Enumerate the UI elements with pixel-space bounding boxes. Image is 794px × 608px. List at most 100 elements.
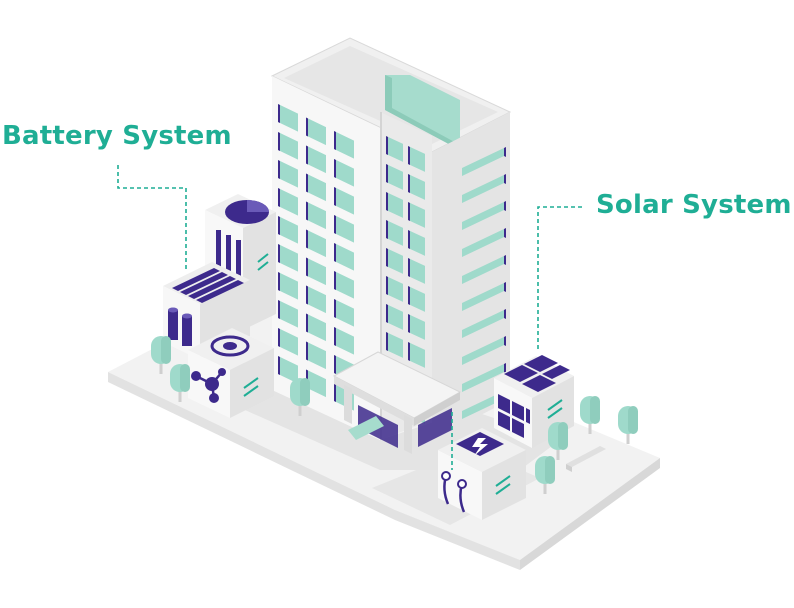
side-solar-panels [498, 394, 530, 438]
tower-window [408, 174, 425, 200]
tower-window-band [462, 283, 504, 311]
battery-building [163, 194, 276, 418]
window-frame [306, 341, 308, 361]
tree-crown-shade [161, 336, 171, 364]
tower-window [278, 188, 298, 216]
tower-window [334, 187, 354, 215]
tower-window [386, 332, 403, 358]
tower-window [306, 285, 326, 314]
tower-window [278, 272, 298, 300]
window-frame [306, 145, 308, 165]
tower-window [386, 304, 403, 330]
window-frame [334, 187, 336, 206]
tree-crown-shade [180, 364, 190, 392]
window-frame [408, 146, 410, 165]
tower-window [386, 248, 403, 274]
ev-charger-icon [456, 432, 504, 456]
battery-callout-line [117, 165, 187, 270]
window-frame [386, 164, 388, 183]
window-frame [504, 282, 506, 292]
window-frame [408, 342, 410, 361]
tower-window-band [462, 175, 504, 203]
tree-icon [290, 378, 310, 416]
tower-window [386, 276, 403, 302]
tower-window [386, 220, 403, 246]
window-frame [408, 258, 410, 277]
tree-trunk [298, 402, 302, 416]
tree-crown-shade [545, 456, 555, 484]
tree-trunk [159, 360, 163, 374]
tower-window [386, 192, 403, 218]
window-frame [306, 285, 308, 305]
window-frame [334, 243, 336, 262]
tower-window [306, 369, 326, 398]
trees [151, 336, 638, 494]
window-frame [504, 174, 506, 184]
solar-callout-line [537, 206, 582, 352]
window-frame [306, 173, 308, 193]
tree-crown-shade [628, 406, 638, 434]
bench-icon [566, 446, 606, 472]
tree-icon [535, 456, 555, 494]
tower-window-band [462, 229, 504, 257]
tower-window [408, 230, 425, 256]
window-frame [306, 257, 308, 277]
window-frame [504, 147, 506, 157]
tower-window [278, 328, 298, 356]
tree-trunk [543, 480, 547, 494]
tower-window [408, 146, 425, 172]
window-frame [306, 201, 308, 221]
window-frame [408, 174, 410, 193]
tower-window [334, 327, 354, 355]
tower-window [386, 136, 403, 162]
tower-window-band [462, 256, 504, 284]
window-frame [386, 276, 388, 295]
tree-icon [151, 336, 171, 374]
tower-window [278, 132, 298, 160]
window-frame [334, 383, 336, 402]
tower-window [278, 216, 298, 244]
window-frame [306, 117, 308, 137]
tower-window [334, 215, 354, 243]
tower-left-windows [278, 104, 354, 411]
tower-window [306, 173, 326, 202]
tower-window-band [462, 337, 504, 365]
tree-crown-shade [558, 422, 568, 450]
tower-window [306, 145, 326, 174]
battery-system-icon [172, 268, 244, 303]
tree-trunk [626, 430, 630, 444]
window-frame [334, 271, 336, 290]
window-frame [278, 216, 280, 235]
tower-window [278, 104, 298, 132]
tower-window [278, 300, 298, 328]
tree-trunk [556, 446, 560, 460]
window-frame [386, 304, 388, 323]
window-frame [278, 328, 280, 347]
window-frame [278, 188, 280, 207]
tower-window [334, 243, 354, 271]
tower-window [408, 314, 425, 340]
window-frame [504, 309, 506, 319]
tree-trunk [588, 420, 592, 434]
tower-window [334, 271, 354, 299]
entrance-canopy [332, 351, 462, 454]
window-frame [504, 255, 506, 265]
window-frame [278, 160, 280, 179]
tower-window-band [462, 148, 504, 176]
network-nodes-icon [191, 368, 226, 403]
tower-window [306, 117, 326, 146]
window-frame [278, 356, 280, 375]
window-frame [334, 131, 336, 150]
tree-icon [170, 364, 190, 402]
tree-crown-shade [300, 378, 310, 406]
window-frame [278, 132, 280, 151]
tower-window [306, 201, 326, 230]
window-frame [278, 272, 280, 291]
window-frame [334, 215, 336, 234]
tower-window [408, 342, 425, 368]
window-frame [306, 313, 308, 333]
window-frame [278, 244, 280, 263]
tower-window [408, 202, 425, 228]
